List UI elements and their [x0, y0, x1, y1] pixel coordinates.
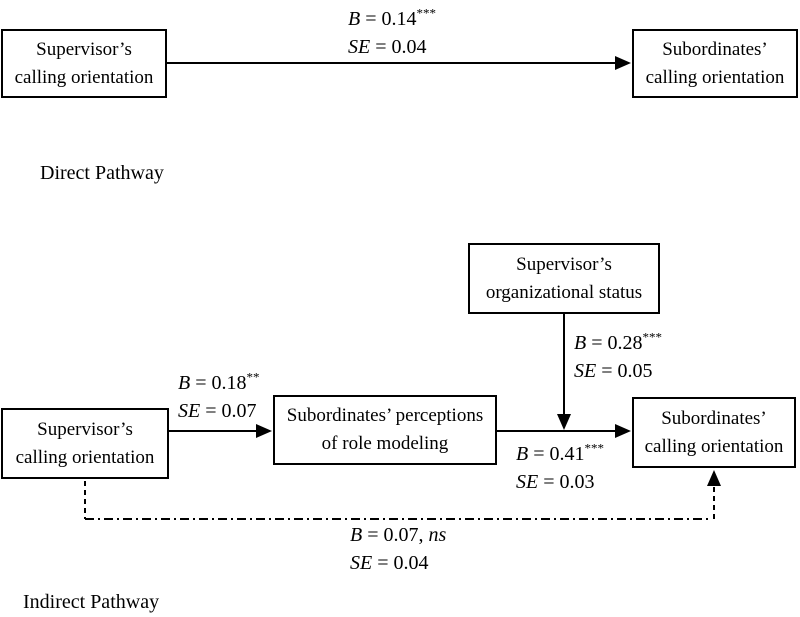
- path-a-label: B = 0.18** SE = 0.07: [178, 369, 260, 425]
- box-text-line: Supervisor’s: [516, 253, 612, 275]
- standard-error-label: SE = 0.04: [348, 36, 427, 58]
- box-supervisor-organizational-status: Supervisor’s organizational status: [468, 243, 660, 314]
- box-text-line: calling orientation: [644, 435, 784, 457]
- box-text-line: organizational status: [485, 281, 643, 303]
- box-subordinates-calling-direct: Subordinates’ calling orientation: [632, 29, 798, 98]
- coefficient-label: B = 0.07, ns: [350, 524, 447, 546]
- coefficient-label: B = 0.18**: [178, 369, 260, 394]
- box-text-line: Supervisor’s: [37, 418, 133, 440]
- box-text-line: calling orientation: [645, 66, 785, 88]
- direct-path-arrowhead-icon: [615, 56, 631, 70]
- box-text-line: Subordinates’: [662, 38, 768, 60]
- direct-pathway-caption: Direct Pathway: [40, 162, 164, 184]
- coefficient-label: B = 0.28***: [574, 329, 662, 354]
- path-b-arrowhead-icon: [615, 424, 631, 438]
- box-subordinates-calling-indirect: Subordinates’ calling orientation: [632, 397, 796, 468]
- box-subordinates-perceptions-role-modeling: Subordinates’ perceptions of role modeli…: [273, 395, 497, 465]
- box-supervisor-calling-indirect: Supervisor’s calling orientation: [1, 408, 169, 479]
- box-text-line: calling orientation: [15, 446, 155, 468]
- box-text-line: Subordinates’: [661, 407, 767, 429]
- box-text-line: Supervisor’s: [36, 38, 132, 60]
- coefficient-label: B = 0.41***: [516, 440, 604, 465]
- indirect-pathway-caption: Indirect Pathway: [23, 591, 160, 613]
- box-text-line: of role modeling: [321, 433, 449, 454]
- moderation-path-label: B = 0.28*** SE = 0.05: [574, 329, 662, 385]
- moderation-arrowhead-icon: [557, 414, 571, 430]
- standard-error-label: SE = 0.05: [574, 360, 653, 382]
- standard-error-label: SE = 0.03: [516, 471, 595, 493]
- standard-error-label: SE = 0.04: [350, 552, 429, 574]
- ns-path-arrowhead-icon: [707, 470, 721, 486]
- box-text-line: calling orientation: [14, 66, 154, 88]
- standard-error-label: SE = 0.07: [178, 400, 257, 422]
- coefficient-label: B = 0.14***: [348, 5, 436, 30]
- path-a-arrowhead-icon: [256, 424, 272, 438]
- direct-path-label: B = 0.14*** SE = 0.04: [348, 5, 436, 61]
- box-supervisor-calling-direct: Supervisor’s calling orientation: [1, 29, 167, 98]
- ns-path-label: B = 0.07, ns SE = 0.04: [350, 521, 446, 577]
- box-text-line: Subordinates’ perceptions: [286, 405, 484, 426]
- path-b-label: B = 0.41*** SE = 0.03: [516, 440, 604, 496]
